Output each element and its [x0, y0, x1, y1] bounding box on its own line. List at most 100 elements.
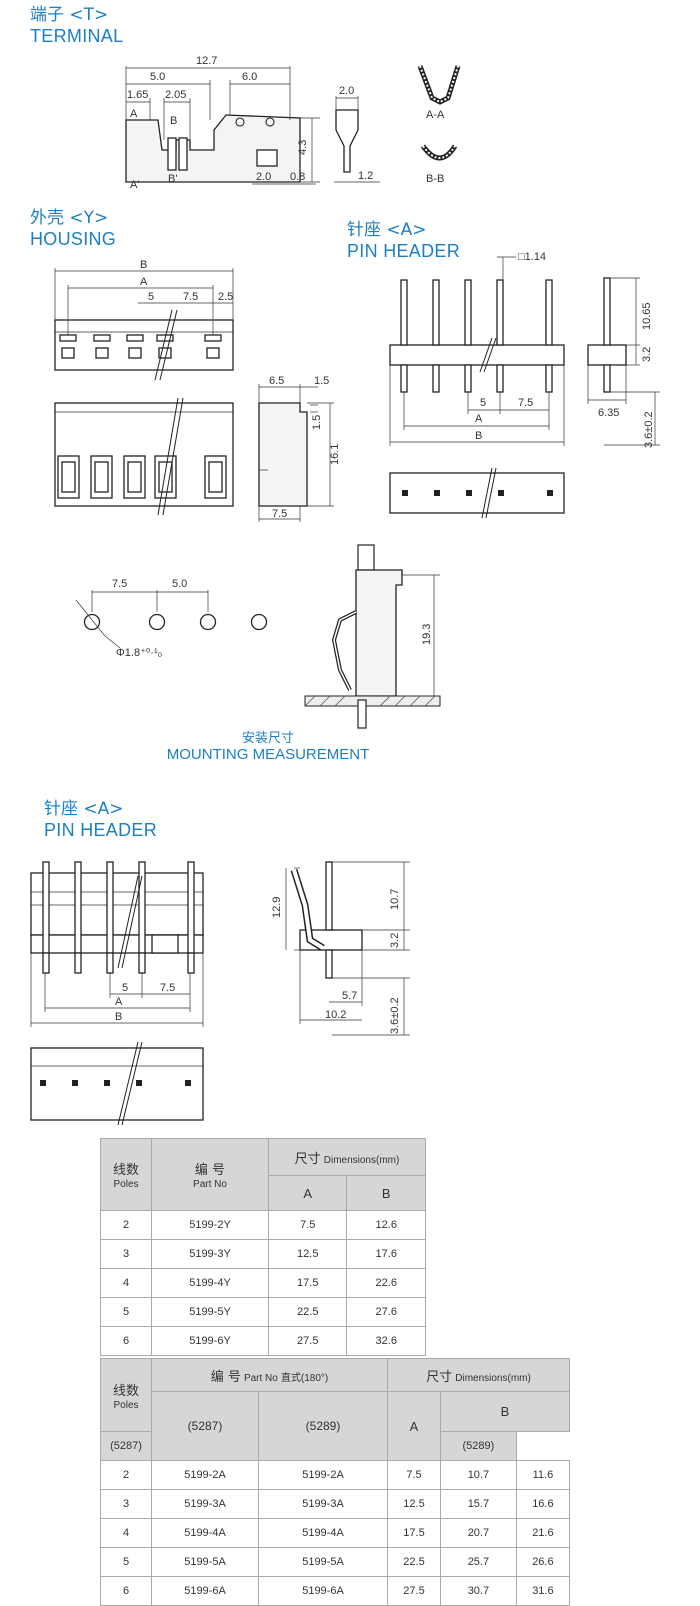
terminal-dim-1-65: 1.65 [127, 89, 148, 101]
t2-cell: 21.6 [515, 1518, 571, 1548]
mounting-caption-en: MOUNTING MEASUREMENT [166, 746, 370, 763]
t1-cell: 22.5 [267, 1297, 348, 1327]
t2-cell: 6 [100, 1576, 152, 1606]
t1-cell: 5199-3Y [151, 1239, 269, 1269]
t1-part-cn: 编 号 [194, 1163, 226, 1178]
housing-dim-6-5: 6.5 [269, 375, 284, 387]
t2-cell: 7.5 [387, 1460, 441, 1490]
t1-cell: 32.6 [346, 1326, 426, 1356]
pin-header-top-dim-7-5: 7.5 [518, 397, 533, 409]
terminal-section-a: A [130, 108, 138, 120]
pin-header-bottom-dim-3-2: 3.2 [389, 933, 401, 948]
t2-poles-cn: 线数 [112, 1383, 139, 1399]
t1-poles-header: 线数 Poles [100, 1138, 152, 1211]
pin-header-top-dim-6-35: 6.35 [598, 407, 619, 419]
t1-cell: 17.6 [346, 1239, 426, 1269]
pin-header-top-dim-5: 5 [480, 397, 486, 409]
t1-cell: 7.5 [267, 1210, 348, 1240]
housing-dim-a: A [140, 276, 148, 288]
pin-header-bottom-dim-7-5: 7.5 [160, 982, 175, 994]
terminal-top-view: 2.0 1.2 [334, 85, 380, 183]
pin-header-top-dimensions: □1.14 5 7.5 A B [389, 251, 565, 446]
t2-cell: 22.5 [387, 1547, 441, 1577]
terminal-section-a2: A' [130, 179, 139, 191]
t1-dim-cn: 尺寸 [294, 1151, 321, 1167]
terminal-dim-0-8: 0.8 [290, 171, 305, 183]
terminal-dim-2-0-top: 2.0 [339, 85, 354, 97]
pin-header-bottom-front-view [30, 861, 204, 974]
pin-header-top-heading: 针座 <A> PIN HEADER [347, 220, 461, 261]
t1-part-en: Part No [193, 1179, 227, 1190]
housing-dim-5: 5 [148, 291, 154, 303]
housing-heading: 外壳 <Y> HOUSING [30, 208, 116, 249]
t2-col-b-5287: (5287) [100, 1431, 152, 1461]
t2-col-a: A [387, 1391, 441, 1461]
terminal-heading-cn: 端子 <T> [30, 5, 109, 25]
t1-cell: 5 [100, 1297, 152, 1327]
t2-part-type: 直式(180°) [280, 1372, 329, 1384]
t2-col-b: B [440, 1391, 570, 1432]
t1-cell: 27.5 [267, 1326, 348, 1356]
t2-cell: 26.6 [515, 1547, 571, 1577]
t2-cell: 25.7 [440, 1547, 517, 1577]
t2-poles-en: Poles [113, 1399, 139, 1411]
housing-dimensions: B A 5 7.5 2.5 [54, 259, 234, 335]
pin-header-bottom-dim-5-7: 5.7 [342, 990, 357, 1002]
t2-cell: 5199-3A [258, 1489, 388, 1519]
t1-part-header: 编 号 Part No [151, 1138, 269, 1211]
housing-front-view [54, 309, 234, 381]
t2-dim-cn: 尺寸 [426, 1369, 453, 1385]
pin-header-top-en: PIN HEADER [347, 240, 461, 261]
t2-cell: 11.6 [515, 1460, 571, 1490]
mounting-side-view: 19.3 [304, 544, 441, 729]
t1-cell: 5199-6Y [151, 1326, 269, 1356]
t2-cell: 5199-2A [258, 1460, 388, 1490]
t2-cell: 17.5 [387, 1518, 441, 1548]
pin-header-bottom-bottom-view [30, 1041, 204, 1126]
pin-header-bottom-dim-a: A [115, 996, 123, 1008]
terminal-dim-1-2: 1.2 [358, 170, 373, 182]
t2-cell: 5199-4A [151, 1518, 259, 1548]
t1-poles-cn: 线数 [112, 1163, 139, 1178]
pin-header-bottom-heading: 针座 <A> PIN HEADER [44, 799, 157, 840]
mounting-dim-19-3: 19.3 [421, 624, 433, 645]
t2-cell: 5 [100, 1547, 152, 1577]
housing-dim-7-5: 7.5 [183, 291, 198, 303]
housing-dim-b: B [140, 259, 147, 271]
t1-cell: 4 [100, 1268, 152, 1298]
technical-drawing: 12.7 5.0 6.0 1.65 2.05 A B A' B' 4.3 2.0… [30, 55, 660, 1126]
t1-cell: 27.6 [346, 1297, 426, 1327]
mounting-hole-pattern: 7.5 5.0 Φ1.8⁺⁰·¹₀ [75, 578, 268, 659]
t1-cell: 17.5 [267, 1268, 348, 1298]
t1-cell: 5199-4Y [151, 1268, 269, 1298]
t1-dim-header: 尺寸 Dimensions(mm) [268, 1138, 426, 1176]
t1-col-b: B [346, 1175, 426, 1211]
housing-dim-2-5: 2.5 [218, 291, 233, 303]
t2-cell: 5199-5A [151, 1547, 259, 1577]
t2-cell: 5199-4A [258, 1518, 388, 1548]
housing-side-view: 6.5 1.5 1.5 16.1 7.5 [258, 375, 341, 522]
pin-header-top-cn: 针座 <A> [347, 220, 427, 240]
t1-poles-en: Poles [113, 1179, 139, 1190]
mounting-dim-7-5: 7.5 [112, 578, 127, 590]
pin-header-top-pin-size: □1.14 [518, 251, 546, 263]
t2-part-header: 编 号 Part No 直式(180°) [151, 1358, 388, 1392]
terminal-dim-2-05: 2.05 [165, 89, 186, 101]
t2-cell: 4 [100, 1518, 152, 1548]
t1-cell: 6 [100, 1326, 152, 1356]
terminal-side-view [125, 114, 301, 183]
terminal-heading: 端子 <T> TERMINAL [30, 5, 123, 46]
housing-dim-7-5-bottom: 7.5 [272, 508, 287, 520]
t2-dim-header: 尺寸 Dimensions(mm) [387, 1358, 570, 1392]
t2-dim-en: Dimensions(mm) [455, 1372, 531, 1384]
pin-header-top-dim-10-65: 10.65 [641, 302, 653, 330]
terminal-dim-4-3: 4.3 [297, 140, 309, 155]
t1-cell: 12.5 [267, 1239, 348, 1269]
